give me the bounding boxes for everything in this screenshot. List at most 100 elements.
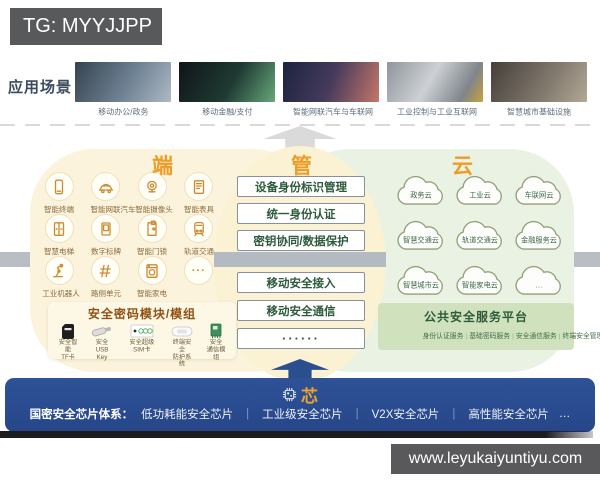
terminal-header: 端 (152, 155, 173, 178)
device-item: 数字标牌 (83, 214, 130, 256)
elevator-icon (44, 214, 74, 243)
cloud-label: 智能家电云 (461, 281, 498, 290)
cloud-item: 轨道交通云 (450, 219, 509, 264)
cloud-label: ··· (534, 283, 543, 291)
device-label: 智能家电 (137, 290, 168, 299)
platform-services: 身份认证服务|基础密码服务|安全通信服务|终端安全管理 … (378, 329, 600, 347)
tg-watermark: TG: MYYJJPP (10, 8, 162, 45)
device-label: 轨道交通 (183, 248, 214, 257)
more-icon: ··· (184, 256, 214, 285)
pipe-box-device-identity: 设备身份标识管理 (237, 176, 365, 197)
crypto-modules-items: 安全智能 TF卡 安全 USB Key 安全超级SIM卡 终端安全 防护系统 (52, 322, 232, 387)
device-label: 智能摄像头 (135, 206, 173, 215)
photo-industrial (387, 62, 483, 102)
cloud-icon (455, 265, 502, 295)
cloud-item: 金融服务云 (509, 219, 568, 264)
cloud-label: 金融服务云 (520, 236, 557, 245)
chip-bar: 芯 国密安全芯片体系： 低功耗能安全芯片 | 工业级安全芯片 | V2X安全芯片… (5, 378, 595, 432)
camera-icon (137, 172, 167, 201)
separator: | (465, 332, 468, 341)
photo-mobile-finance (179, 62, 275, 102)
photo-connected-car (283, 62, 379, 102)
module-item: 安全 USB Key (84, 322, 120, 387)
chip-header-label: 芯 (301, 387, 318, 406)
door-lock-icon (137, 214, 167, 243)
appliance-icon (137, 256, 167, 285)
module-label: 安全智能 TF卡 (58, 339, 78, 361)
device-item: 智能门锁 (129, 214, 176, 256)
pipe-box-unified-auth: 统一身份认证 (237, 203, 365, 224)
cloud-item: ··· (509, 264, 568, 309)
chip-item: 高性能安全芯片 (468, 409, 549, 421)
pipe-box-key-data-protect: 密钥协同/数据保护 (237, 230, 365, 251)
chip-header: 芯 (5, 382, 595, 407)
cloud-icon (396, 265, 443, 295)
tf-card-icon (62, 322, 75, 339)
device-item: 智能家电 (129, 256, 176, 298)
photo-smart-city (491, 62, 587, 102)
cloud-label: 政务云 (409, 191, 432, 200)
cloud-header: 云 (452, 155, 473, 178)
platform-service: 终端安全管理 (562, 332, 600, 341)
device-item: 工业机器人 (36, 256, 83, 298)
chip-item: V2X安全芯片 (371, 409, 440, 421)
cloud-icon (396, 175, 443, 205)
module-label: 安全 通信模组 (206, 339, 226, 361)
cloud-label: 车联网云 (524, 191, 553, 200)
shield-device-icon (170, 322, 194, 339)
separator: | (558, 332, 561, 341)
device-item: 智能表具 (176, 172, 223, 214)
platform-service: 安全通信服务 (515, 332, 557, 341)
separator: | (355, 408, 359, 420)
device-label: 智能表具 (183, 206, 214, 215)
module-label: 安全 USB Key (95, 339, 109, 361)
cloud-label: 轨道交通云 (461, 236, 498, 245)
module-label: 安全超级SIM卡 (129, 339, 155, 354)
device-label: 智能门锁 (137, 248, 168, 257)
chip-system-label: 国密安全芯片体系： (29, 409, 134, 421)
device-item: 智能终端 (36, 172, 83, 214)
chip-list: 国密安全芯片体系： 低功耗能安全芯片 | 工业级安全芯片 | V2X安全芯片 |… (5, 406, 595, 422)
crypto-modules-title: 安全密码模块/模组 (87, 307, 197, 321)
cloud-icon (514, 175, 561, 205)
device-item: 智慧电梯 (36, 214, 83, 256)
platform-service: 基础密码服务 (469, 332, 511, 341)
separator: | (246, 408, 250, 420)
cloud-item: 智慧城市云 (391, 264, 450, 309)
cloud-icon (396, 220, 443, 250)
cloud-item: 智慧交通云 (391, 219, 450, 264)
pipe-box-mobile-access: 移动安全接入 (237, 272, 365, 293)
module-label: 终端安全 防护系统 (172, 339, 192, 368)
module-item: 终端安全 防护系统 (164, 322, 200, 387)
device-label: 智能终端 (44, 206, 75, 215)
separator: | (512, 332, 514, 341)
device-item: 智能摄像头 (129, 172, 176, 214)
cloud-label: 工业云 (468, 191, 491, 200)
device-label: 工业机器人 (42, 290, 80, 299)
horizontal-band-middle (214, 252, 386, 267)
device-label: 数字标牌 (90, 248, 121, 257)
photo-mobile-office (75, 62, 171, 102)
roadside-unit-icon (91, 256, 121, 285)
cloud-grid: 政务云 工业云 车联网云 智慧交通云 轨道交通云 金融服务云 智慧城市云 智能 (391, 174, 569, 309)
usb-key-icon (90, 322, 114, 339)
cloud-icon (514, 220, 561, 250)
cloud-icon (455, 175, 502, 205)
cloud-label: 智慧城市云 (402, 281, 439, 290)
pipe-box-more: ······ (237, 328, 365, 349)
device-item: 轨道交通 (176, 214, 223, 256)
pipe-box-mobile-comm: 移动安全通信 (237, 300, 365, 321)
chip-item-more: … (558, 408, 571, 420)
separator: | (452, 408, 456, 420)
module-item: 安全 通信模组 (200, 322, 232, 387)
cloud-icon (514, 265, 561, 295)
scenarios-title: 应用场景 (8, 79, 73, 96)
device-label: 智慧电梯 (44, 248, 75, 257)
chip-icon (282, 387, 297, 402)
cloud-icon (455, 220, 502, 250)
photo-caption: 工业控制与工业互联网 (397, 108, 477, 117)
device-item: 路侧单元 (83, 256, 130, 298)
pipe-header: 管 (291, 155, 312, 178)
chip-item: 工业级安全芯片 (262, 409, 343, 421)
